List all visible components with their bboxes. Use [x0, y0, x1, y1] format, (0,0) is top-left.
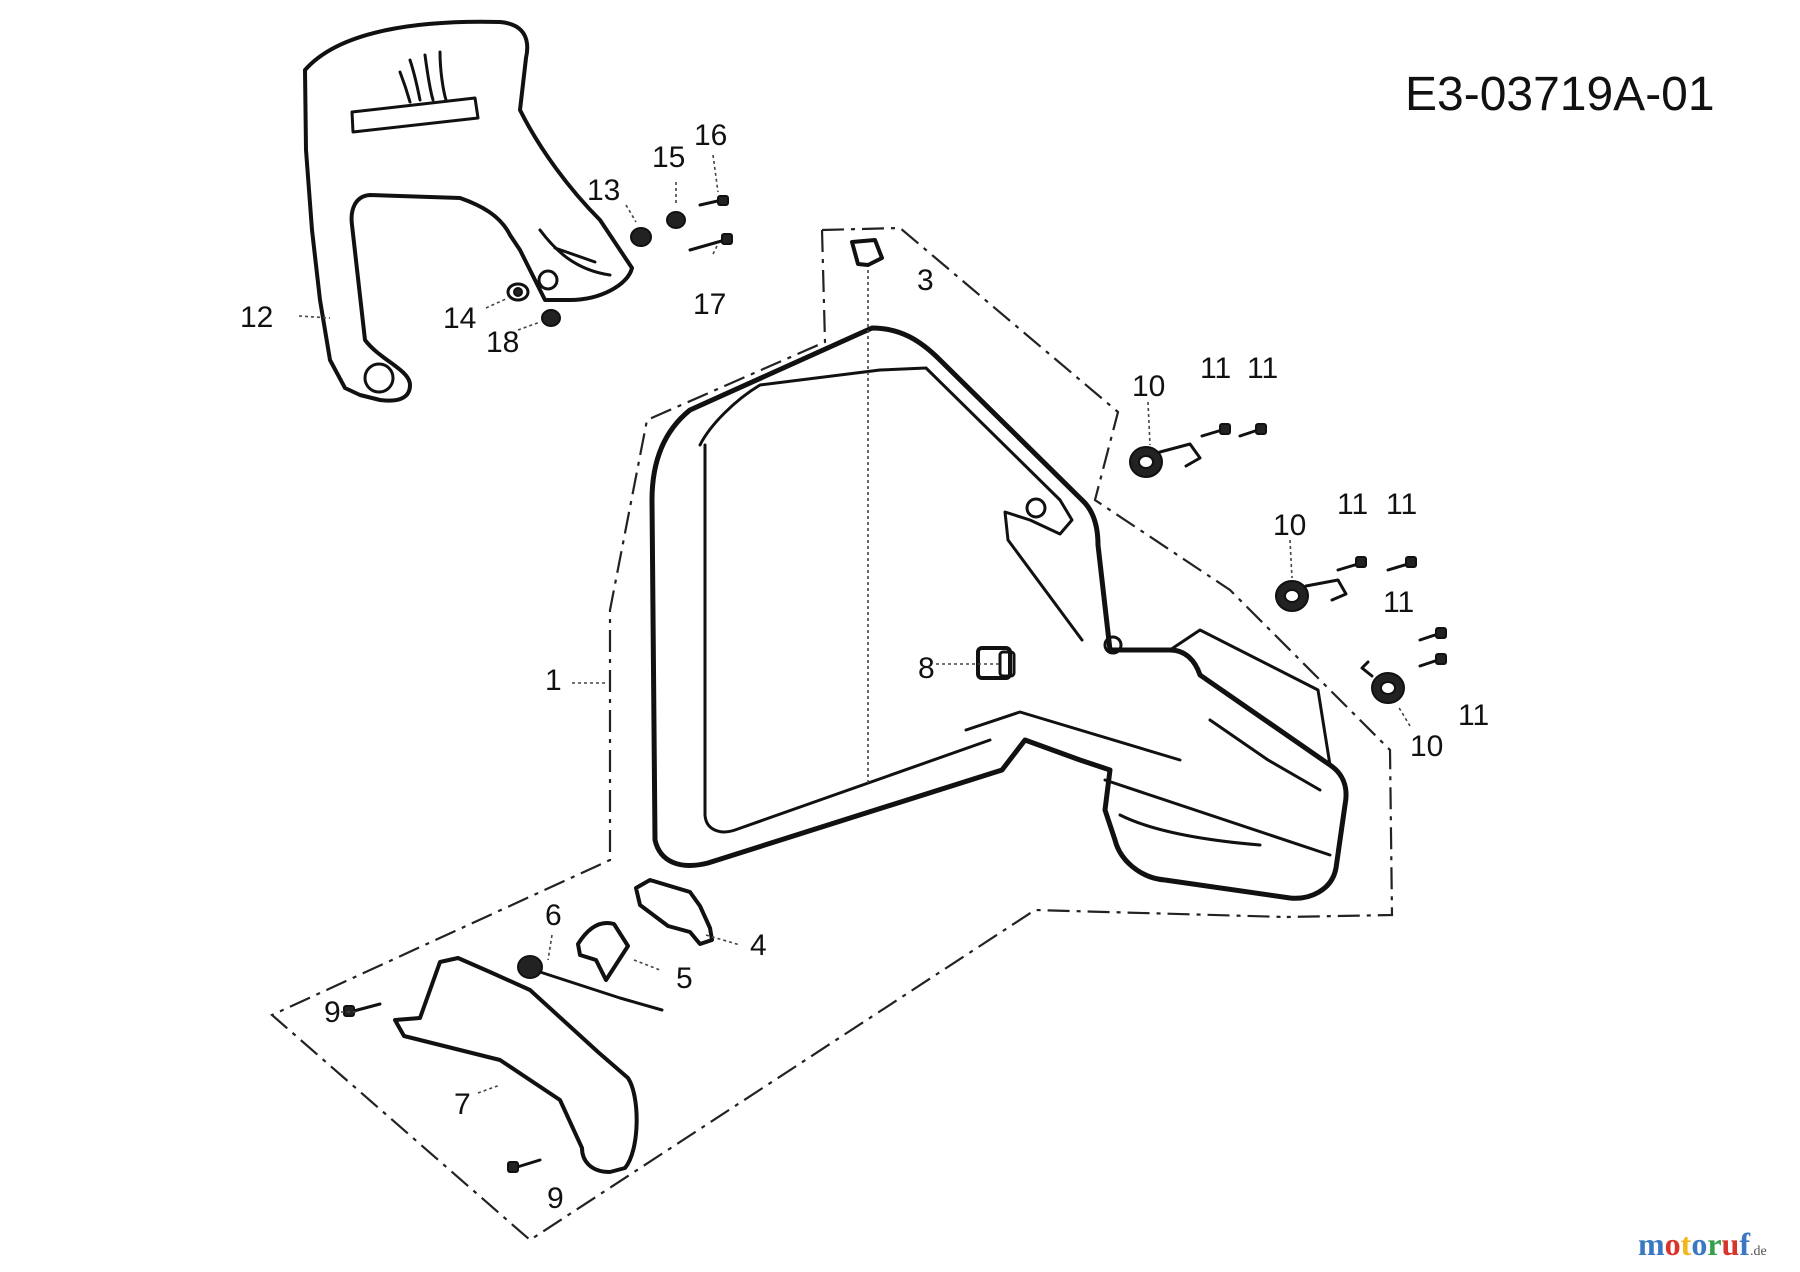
callout-15: 15 — [652, 141, 685, 174]
callout-8: 8 — [918, 652, 935, 685]
watermark-letter: f — [1739, 1226, 1750, 1262]
latch-part-4 — [634, 878, 714, 946]
watermark-letter: o — [1665, 1226, 1681, 1262]
diagram-code: E3-03719A-01 — [1405, 68, 1715, 121]
callout-13: 13 — [587, 174, 620, 207]
spring-part-10-b — [1275, 578, 1348, 612]
watermark-letter: o — [1691, 1226, 1707, 1262]
callout-6: 6 — [545, 899, 562, 932]
assembly-boundary-line — [269, 226, 1394, 1242]
cap-part-3 — [850, 238, 884, 267]
callout-4: 4 — [750, 929, 767, 962]
brake-frame-part-1 — [649, 325, 1349, 901]
callout-17: 17 — [693, 288, 726, 321]
hand-guard-part-12 — [303, 19, 634, 403]
hardware-parts-13-18 — [506, 195, 733, 327]
callout-5: 5 — [676, 962, 693, 995]
callout-11-e: 11 — [1383, 586, 1414, 619]
watermark-letter: u — [1722, 1226, 1740, 1262]
callout-18: 18 — [486, 326, 519, 359]
callout-11-f: 11 — [1458, 699, 1489, 732]
watermark-letter: r — [1707, 1226, 1721, 1262]
cover-part-7 — [393, 956, 639, 1174]
spring-part-6 — [517, 955, 664, 1012]
spring-part-10-a — [1129, 442, 1202, 478]
screws-part-9 — [343, 1002, 542, 1173]
callout-9-upper: 9 — [324, 996, 341, 1029]
watermark-letter: m — [1638, 1226, 1665, 1262]
callout-11-d: 11 — [1386, 488, 1417, 521]
callout-16: 16 — [694, 119, 727, 152]
callout-10-upper: 10 — [1132, 370, 1165, 403]
callout-14: 14 — [443, 302, 476, 335]
spring-part-10-c — [1360, 660, 1405, 704]
callout-11-c: 11 — [1337, 488, 1368, 521]
lever-part-5 — [576, 921, 630, 982]
callout-7: 7 — [454, 1088, 471, 1121]
callout-12: 12 — [240, 301, 273, 334]
callout-10-middle: 10 — [1273, 509, 1306, 542]
callout-10-lower: 10 — [1410, 730, 1443, 763]
watermark-letter: t — [1681, 1226, 1692, 1262]
bolts-part-11 — [1200, 423, 1447, 668]
callout-labels: 1 3 4 5 6 7 8 9 9 10 10 10 11 11 11 11 1… — [240, 119, 1489, 1215]
callout-9-lower: 9 — [547, 1182, 564, 1215]
watermark-logo: motoruf.de — [1638, 1226, 1767, 1262]
plug-part-8 — [976, 646, 1016, 680]
leader-lines — [298, 154, 1411, 1094]
callout-3: 3 — [917, 264, 934, 297]
callout-11-a: 11 — [1200, 352, 1231, 385]
callout-11-b: 11 — [1247, 352, 1278, 385]
callout-1: 1 — [545, 664, 562, 697]
